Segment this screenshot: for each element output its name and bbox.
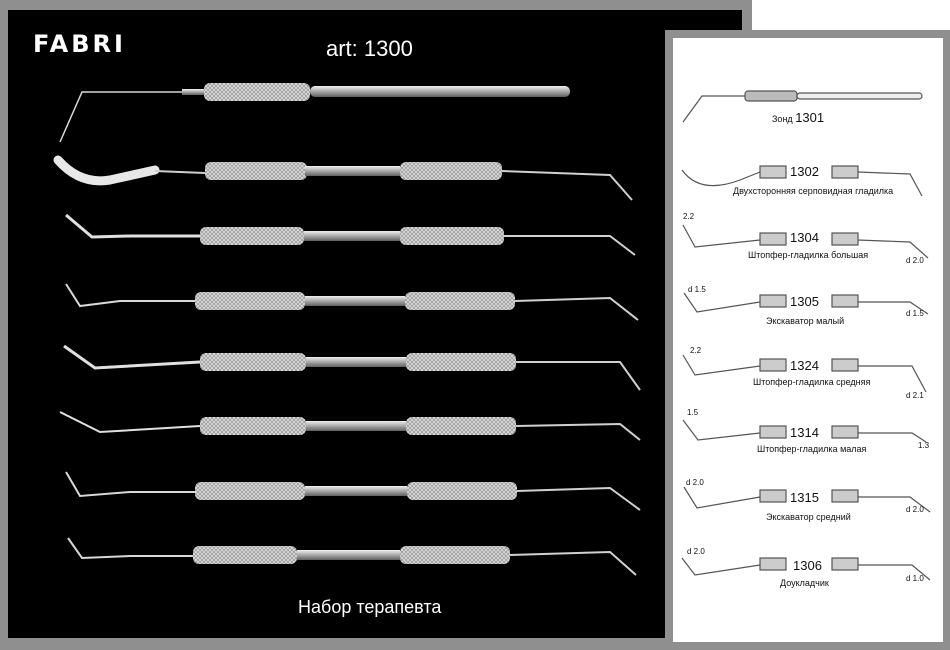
size-1324-right: d 2.1 [906, 391, 924, 400]
catalog-name-1305: Экскаватор малый [766, 316, 845, 326]
catalog-name-1306: Доукладчик [780, 578, 829, 588]
size-1315-left: d 2.0 [686, 478, 704, 487]
size-1304-right: d 2.0 [906, 256, 924, 265]
catalog-panel [673, 38, 943, 642]
catalog-code-1324: 1324 [790, 358, 819, 373]
article-number: art: 1300 [326, 36, 413, 61]
instrument-plugger-medium [63, 344, 641, 391]
catalog-name-1315: Экскаватор средний [766, 512, 851, 522]
instrument-excavator-small [65, 283, 639, 321]
catalog-code-1302: 1302 [790, 164, 819, 179]
instrument-condenser [67, 537, 637, 576]
catalog-name-1304: Штопфер-гладилка большая [748, 250, 869, 260]
catalog-name-1314: Штопфер-гладилка малая [757, 444, 867, 454]
instrument-plugger-small [59, 411, 641, 441]
catalog-name-1324: Штопфер-гладилка средняя [753, 377, 871, 387]
size-1306-left: d 2.0 [687, 547, 705, 556]
size-1324-left: 2.2 [690, 346, 702, 355]
size-1305-right: d 1.5 [906, 309, 924, 318]
size-1314-right: 1.3 [918, 441, 930, 450]
brand-logo: FABRI [33, 30, 126, 58]
instrument-excavator-medium [65, 471, 641, 511]
instrument-sickle-burnisher [53, 155, 633, 201]
catalog-code-1314: 1314 [790, 425, 819, 440]
size-1304-left: 2.2 [683, 212, 695, 221]
size-1314-left: 1.5 [687, 408, 699, 417]
catalog-code-1306: 1306 [793, 558, 822, 573]
catalog-item-1301: Зонд 1301 [772, 110, 825, 125]
catalog-code-1304: 1304 [790, 230, 819, 245]
product-photo-panel [8, 10, 742, 638]
size-1305-left: d 1.5 [688, 285, 706, 294]
kit-name: Набор терапевта [298, 597, 442, 617]
catalog-code-1315: 1315 [790, 490, 819, 505]
instrument-plugger-large [65, 213, 636, 256]
size-1306-right: d 1.0 [906, 574, 924, 583]
catalog-code-1305: 1305 [790, 294, 819, 309]
size-1315-right: d 2.0 [906, 505, 924, 514]
catalog-name-1302: Двухсторонняя серповидная гладилка [733, 186, 894, 196]
instrument-probe [59, 83, 570, 143]
